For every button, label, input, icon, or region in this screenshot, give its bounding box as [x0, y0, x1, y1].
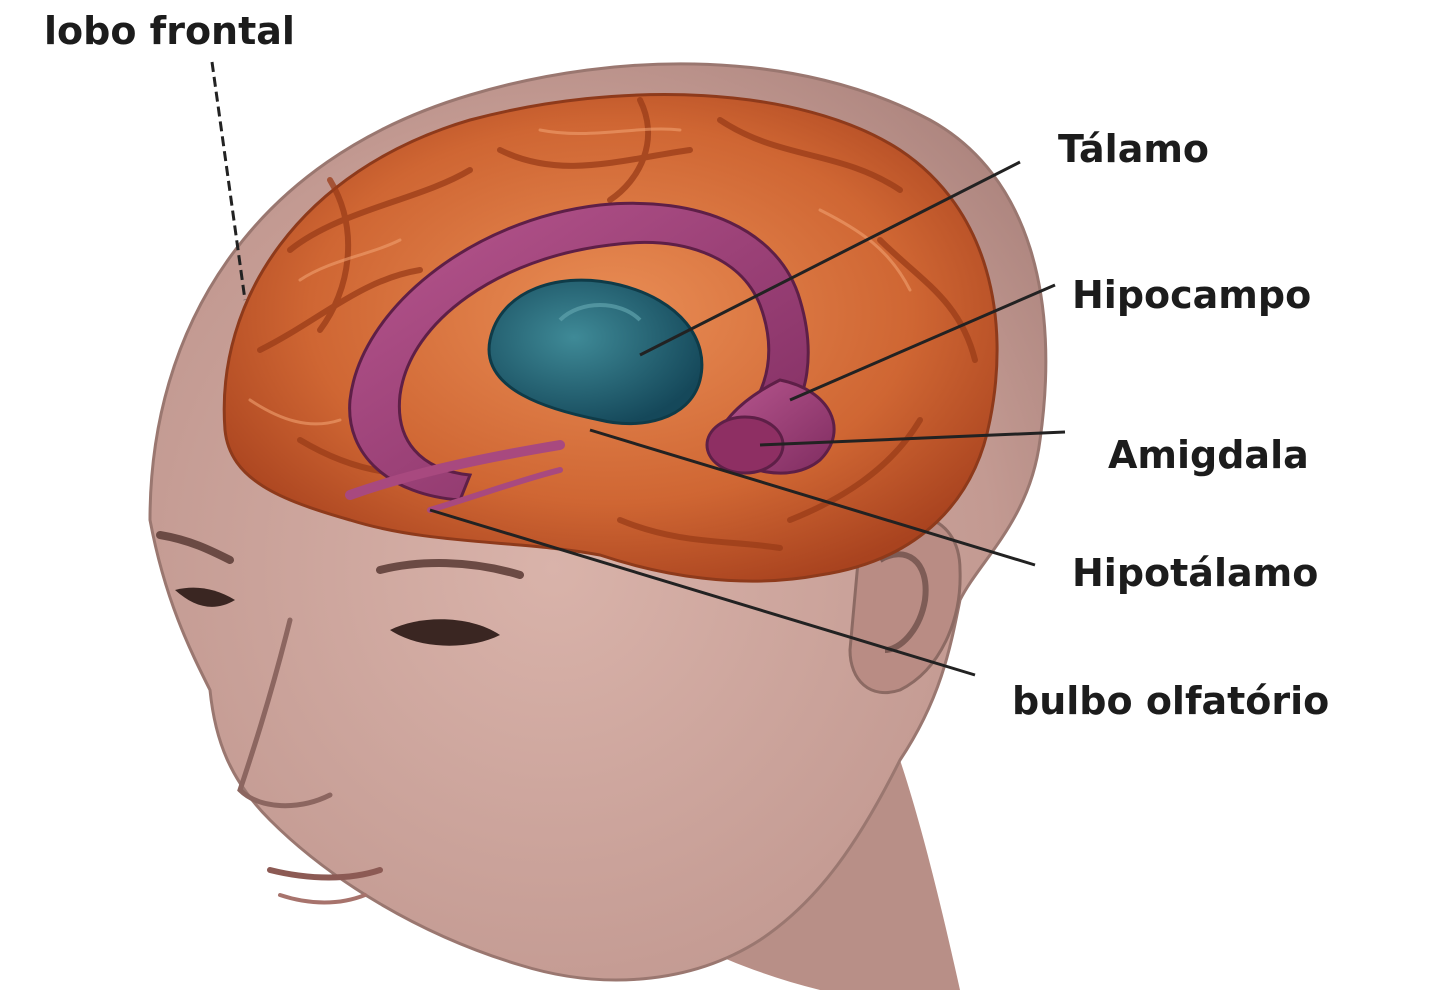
label-lobo-frontal: lobo frontal [44, 12, 295, 50]
label-amigdala: Amigdala [1108, 436, 1309, 474]
label-bulbo-olfatorio: bulbo olfatório [1012, 682, 1329, 720]
label-talamo: Tálamo [1058, 130, 1209, 168]
label-hipocampo: Hipocampo [1072, 276, 1311, 314]
label-hipotalamo: Hipotálamo [1072, 554, 1318, 592]
